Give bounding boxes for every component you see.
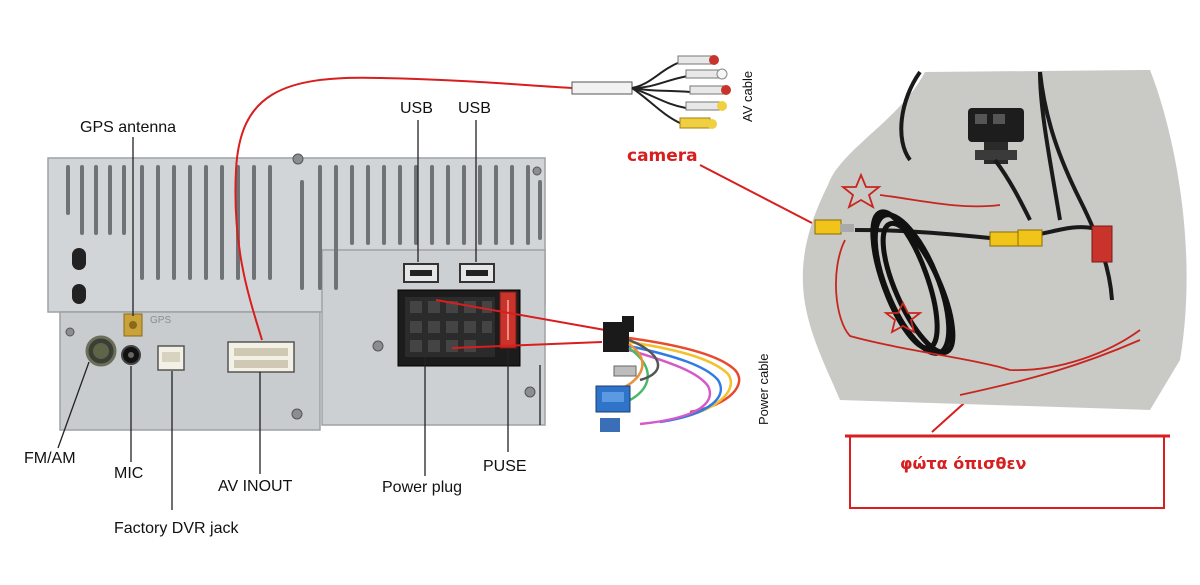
power-cable (595, 316, 741, 432)
reverse-camera-photo (802, 70, 1187, 410)
heatsink-fins (66, 165, 542, 290)
label-camera: camera (627, 146, 698, 166)
label-power-plug: Power plug (382, 479, 463, 496)
label-fm-am: FM/AM (24, 450, 76, 467)
label-pointer-lines (57, 120, 541, 510)
camera-unit (968, 108, 1024, 164)
fm-am-socket (85, 335, 117, 367)
usb-ports (403, 263, 495, 283)
label-usb-1: USB (400, 100, 433, 117)
label-gps-antenna: GPS antenna (80, 119, 177, 136)
head-unit-rear-panel (47, 153, 546, 431)
label-factory-dvr-jack: Factory DVR jack (114, 520, 239, 537)
label-chassis-gps: GPS (150, 315, 172, 326)
annotation-wires (234, 76, 973, 433)
av-cable (571, 55, 731, 129)
gps-antenna-connector (123, 313, 143, 337)
star-markers (840, 172, 923, 334)
label-usb-2: USB (458, 100, 491, 117)
label-mic: MIC (114, 465, 144, 482)
factory-dvr-jack (157, 345, 185, 371)
label-power-cable: Power cable (756, 353, 771, 425)
label-reverse-lights: φώτα όπισθεν (900, 454, 1027, 473)
chassis-screws (65, 153, 542, 420)
reverse-lights-box (845, 434, 1170, 509)
av-inout-connector (227, 341, 295, 373)
rca-connectors (814, 219, 1113, 263)
mic-jack (121, 345, 141, 365)
power-plug (397, 289, 521, 367)
cable-coil (870, 209, 956, 356)
label-av-inout: AV INOUT (218, 478, 293, 495)
label-av-cable: AV cable (740, 70, 755, 122)
label-puse: PUSE (483, 458, 527, 475)
